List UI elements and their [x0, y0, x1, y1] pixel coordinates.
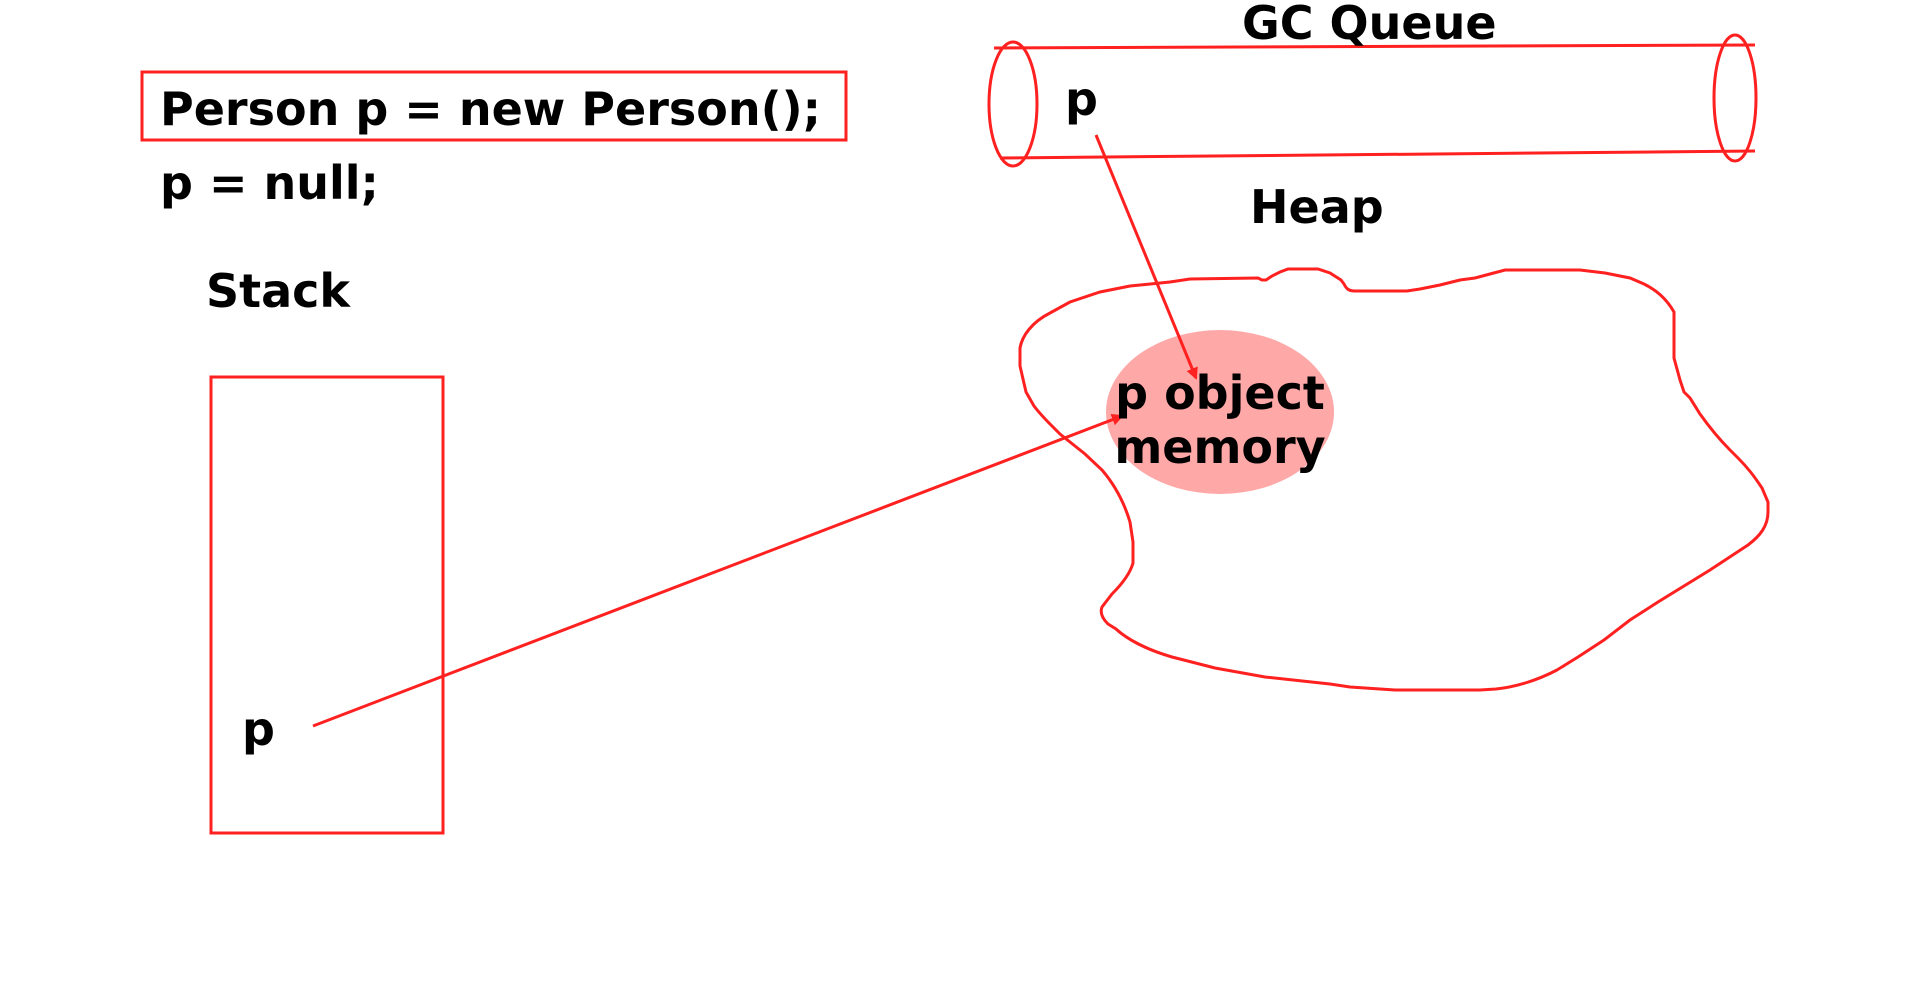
- gc-queue-left-end: [987, 40, 1039, 168]
- stack-title: Stack: [206, 264, 351, 318]
- stack-reference-arrow: [312, 413, 1124, 728]
- code-highlight-box: [140, 70, 848, 142]
- stack-variable-p: p: [242, 702, 275, 756]
- gc-queue-right-end: [1712, 33, 1758, 163]
- heap-title: Heap: [1250, 180, 1384, 234]
- heap-object-label-line2: memory: [1114, 420, 1326, 474]
- gc-queue-tube: [987, 33, 1758, 168]
- gc-queue-title: GC Queue: [1242, 0, 1497, 50]
- gc-queue-item-p: p: [1065, 72, 1098, 126]
- code-line-assign-null: p = null;: [160, 156, 379, 210]
- heap-object-label: p object memory: [1102, 366, 1338, 474]
- heap-object: [1106, 330, 1334, 494]
- heap-outline: [1018, 267, 1770, 692]
- gc-reference-arrow: [1094, 134, 1198, 380]
- stack-box: [209, 375, 445, 835]
- code-line-new-person: Person p = new Person();: [160, 82, 822, 136]
- heap-object-label-line1: p object: [1115, 366, 1325, 420]
